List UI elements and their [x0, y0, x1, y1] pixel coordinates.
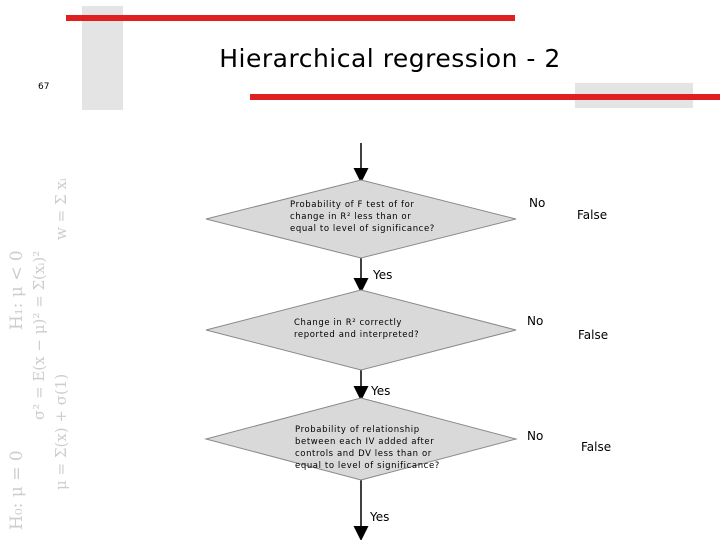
decision-2-no-label: No	[527, 314, 544, 328]
decision-1-false-label: False	[577, 208, 608, 222]
slide-title: Hierarchical regression - 2	[219, 44, 561, 73]
decision-3-false-label: False	[581, 440, 612, 454]
svg-text:μ = Σ(x) + σ(1): μ = Σ(x) + σ(1)	[52, 374, 70, 490]
decision-3-line-4: equal to level of significance?	[295, 461, 440, 471]
svg-text:w = Σ xᵢ: w = Σ xᵢ	[52, 178, 70, 240]
decision-3-text: Probability of relationship between each…	[295, 424, 445, 472]
watermark-formula-2: H₀: μ = 0	[7, 450, 27, 530]
decision-3-line-2: between each IV added after	[295, 437, 435, 447]
decision-3-line-1: Probability of relationship	[295, 425, 420, 435]
decision-1-line-2: change in R² less than or	[290, 212, 412, 222]
watermark-formula-1: H₁: μ < 0	[7, 250, 27, 330]
decision-2-yes-label: Yes	[371, 384, 391, 398]
slide-number: 67	[38, 82, 50, 92]
decision-1-text: Probability of F test of for change in R…	[290, 199, 440, 235]
formula-watermark: H₁: μ < 0 H₀: μ = 0 σ² = E(x − μ)² = Σ(x…	[4, 90, 80, 530]
decor-red-bar-top	[66, 15, 515, 21]
decision-3-yes-label: Yes	[370, 510, 390, 524]
decision-diamond-3	[204, 397, 518, 481]
svg-text:σ² = E(x − μ)² = Σ(xᵢ)²: σ² = E(x − μ)² = Σ(xᵢ)²	[30, 251, 48, 420]
decision-2-line-2: reported and interpreted?	[294, 330, 420, 340]
decision-2-text: Change in R² correctly reported and inte…	[294, 317, 444, 341]
decision-2-false-label: False	[578, 328, 609, 342]
decision-diamond-1	[205, 179, 517, 259]
decor-grey-block-top-left	[82, 6, 123, 110]
decision-3-line-3: controls and DV less than or	[295, 449, 432, 459]
decision-1-line-1: Probability of F test of for	[290, 200, 415, 210]
decision-1-yes-label: Yes	[373, 268, 393, 282]
decision-diamond-2	[205, 289, 517, 371]
decision-1-no-label: No	[529, 196, 546, 210]
decor-red-bar-right	[250, 94, 720, 100]
decision-2-line-1: Change in R² correctly	[294, 318, 403, 328]
decision-3-no-label: No	[527, 429, 544, 443]
decision-1-line-3: equal to level of significance?	[290, 224, 435, 234]
